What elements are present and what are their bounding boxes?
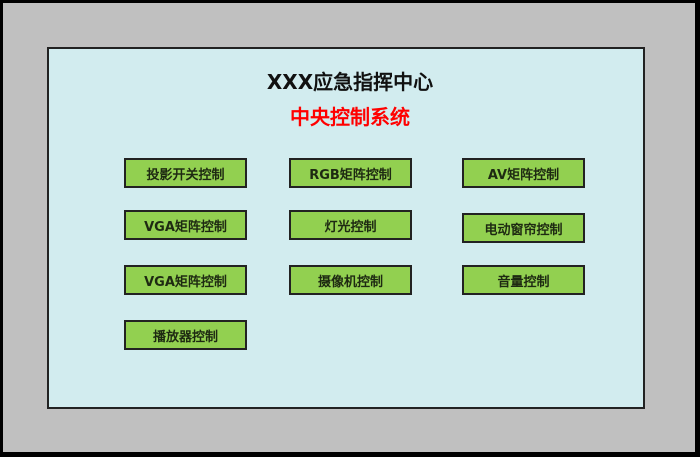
lighting-button[interactable]: 灯光控制 bbox=[289, 210, 412, 240]
rgb-matrix-button[interactable]: RGB矩阵控制 bbox=[289, 158, 412, 188]
page-title: XXX应急指挥中心 bbox=[266, 70, 434, 94]
page-subtitle: 中央控制系统 bbox=[290, 105, 410, 129]
vga-matrix-button-1[interactable]: VGA矩阵控制 bbox=[124, 210, 247, 240]
player-button[interactable]: 播放器控制 bbox=[124, 320, 247, 350]
projector-power-button[interactable]: 投影开关控制 bbox=[124, 158, 247, 188]
curtain-button[interactable]: 电动窗帘控制 bbox=[462, 213, 585, 243]
av-matrix-button[interactable]: AV矩阵控制 bbox=[462, 158, 585, 188]
volume-button[interactable]: 音量控制 bbox=[462, 265, 585, 295]
vga-matrix-button-2[interactable]: VGA矩阵控制 bbox=[124, 265, 247, 295]
camera-button[interactable]: 摄像机控制 bbox=[289, 265, 412, 295]
